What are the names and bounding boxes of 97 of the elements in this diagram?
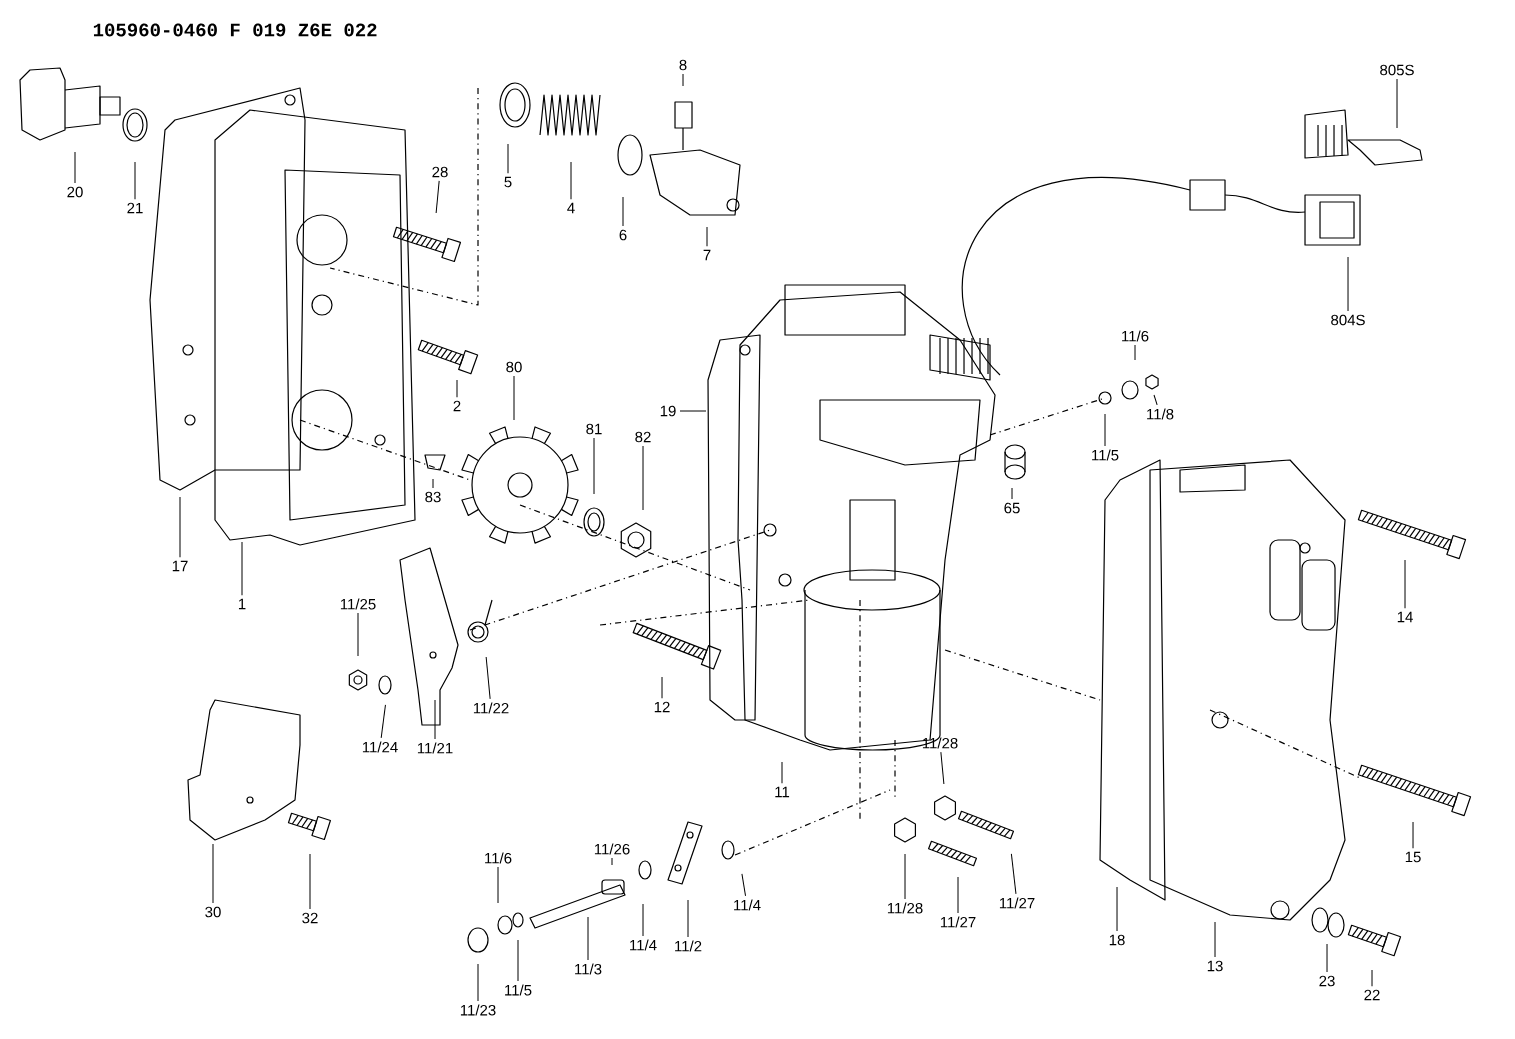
callout-number: 12: [654, 701, 670, 713]
callout-number: 83: [425, 491, 441, 503]
leader-line: [485, 656, 491, 700]
leader-line: [1214, 921, 1216, 958]
callout-number: 18: [1109, 934, 1125, 946]
callout-number: 13: [1207, 960, 1223, 972]
callout-number: 11/25: [340, 598, 376, 610]
leader-line: [661, 676, 663, 699]
leader-line: [587, 916, 589, 961]
leader-line: [380, 704, 386, 739]
leader-line: [593, 437, 595, 495]
callout-number: 11/5: [1092, 449, 1119, 461]
leader-line: [497, 866, 499, 904]
callout-number: 804S: [1331, 314, 1365, 326]
leader-line: [611, 857, 613, 866]
callout-number: 11/27: [940, 916, 976, 928]
callout-number: 2: [453, 400, 461, 412]
leader-line: [309, 853, 311, 910]
callout-number: 14: [1397, 611, 1413, 623]
callout-number: 11/24: [362, 741, 398, 753]
callout-number: 11/27: [999, 897, 1035, 909]
leader-line: [904, 853, 906, 900]
leader-line: [507, 143, 509, 174]
leader-line: [781, 761, 783, 784]
leader-line: [679, 410, 707, 412]
callout-number: 7: [703, 249, 711, 261]
leader-line: [513, 375, 515, 421]
callout-number: 11/22: [473, 702, 509, 714]
callout-number: 65: [1004, 502, 1020, 514]
leader-line: [706, 226, 708, 247]
leader-line: [435, 180, 440, 214]
leader-line: [957, 876, 959, 914]
leader-line: [1371, 969, 1373, 987]
leader-line: [1412, 821, 1414, 849]
leader-line: [357, 612, 359, 657]
leader-line: [1134, 344, 1136, 361]
callout-number: 32: [302, 912, 318, 924]
callout-number: 82: [635, 431, 651, 443]
leader-line: [241, 541, 243, 596]
leader-line: [134, 161, 136, 200]
callout-number: 4: [567, 202, 575, 214]
callout-number: 19: [660, 405, 676, 417]
callout-number: 11/28: [922, 737, 958, 749]
callout-number: 20: [67, 186, 83, 198]
leader-line: [517, 939, 519, 982]
leader-line: [1116, 886, 1118, 932]
leader-line: [1010, 853, 1017, 895]
callout-number: 11/21: [417, 742, 453, 754]
callout-number: 30: [205, 906, 221, 918]
leader-line: [434, 699, 436, 740]
callout-number: 81: [586, 423, 602, 435]
callout-number: 805S: [1380, 64, 1414, 76]
title: 105960-0460 F 019 Z6E 022: [93, 23, 377, 37]
leader-line: [1404, 559, 1406, 609]
callout-number: 11/4: [734, 899, 761, 911]
callout-number: 11/23: [460, 1004, 496, 1016]
leader-line: [74, 151, 76, 184]
callout-number: 15: [1405, 851, 1421, 863]
callout-number: 80: [506, 361, 522, 373]
callout-number: 11/8: [1147, 408, 1174, 420]
leader-line: [622, 196, 624, 227]
leader-line: [1104, 413, 1106, 447]
leader-line: [212, 843, 214, 904]
leader-line: [456, 379, 458, 398]
callout-number: 1: [238, 598, 246, 610]
leader-line: [741, 873, 747, 897]
callout-number: 22: [1364, 989, 1380, 1001]
callout-number: 11: [775, 786, 790, 798]
leader-line: [642, 903, 644, 937]
leader-line: [432, 478, 434, 489]
leader-line: [477, 963, 479, 1002]
callout-number: 8: [679, 59, 687, 71]
callout-number: 11/28: [887, 902, 923, 914]
callout-number: 28: [432, 166, 448, 178]
callout-number: 11/3: [575, 963, 602, 975]
leader-line: [940, 751, 945, 785]
leader-line: [1153, 394, 1158, 406]
leader-line: [642, 445, 644, 511]
callout-number: 5: [504, 176, 512, 188]
leader-line: [179, 496, 181, 558]
callout-number: 11/5: [505, 984, 532, 996]
leader-line: [1011, 487, 1013, 500]
callout-number: 11/6: [1122, 330, 1149, 342]
callout-number: 23: [1319, 975, 1335, 987]
callout-number: 11/2: [675, 940, 702, 952]
leader-line: [1347, 256, 1349, 312]
leader-line: [687, 899, 689, 938]
callout-number: 11/4: [630, 939, 657, 951]
callout-number: 17: [172, 560, 188, 572]
leader-line: [570, 161, 572, 200]
leader-line: [682, 73, 684, 87]
callout-number: 21: [127, 202, 143, 214]
callout-number: 11/26: [594, 843, 630, 855]
callout-number: 6: [619, 229, 627, 241]
leader-line: [1396, 78, 1398, 129]
callout-number: 11/6: [485, 852, 512, 864]
leader-line: [1326, 943, 1328, 973]
